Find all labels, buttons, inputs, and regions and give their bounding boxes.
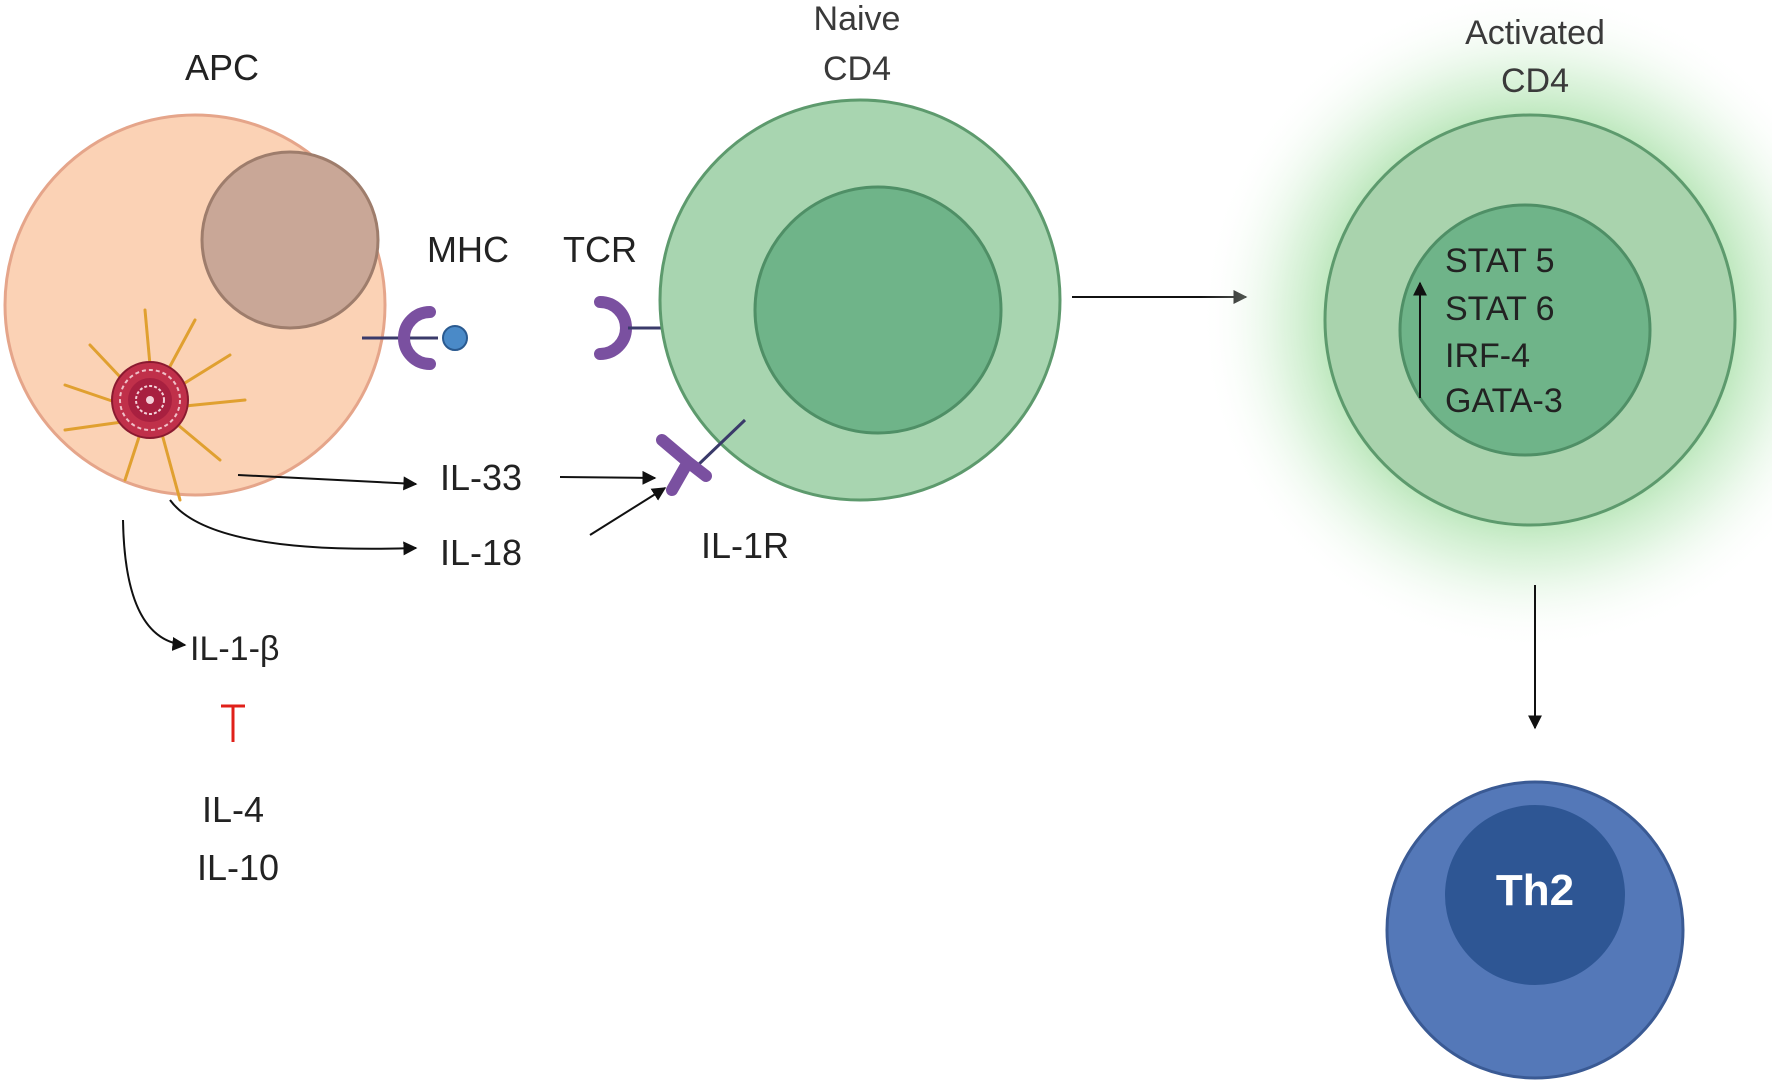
apc-nucleus (200, 150, 380, 330)
naive-cd4-cell (658, 98, 1062, 502)
il10-label: IL-10 (197, 847, 279, 888)
tf-stat6: STAT 6 (1445, 290, 1555, 328)
tf-gata3: GATA-3 (1445, 382, 1563, 420)
apc-label: APC (185, 47, 259, 88)
il18-label: IL-18 (440, 532, 522, 573)
mhc-label: MHC (427, 229, 509, 270)
il1b-label: IL-1-β (190, 630, 279, 668)
transcription-factor-list: STAT 5 STAT 6 IRF-4 GATA-3 (1445, 242, 1563, 420)
th2-label: Th2 (1496, 866, 1574, 915)
tf-stat5: STAT 5 (1445, 242, 1555, 280)
il1r-label: IL-1R (701, 525, 789, 566)
inflammasome-icon (63, 308, 247, 502)
activated-cd4-cell (1323, 113, 1737, 527)
activated-cd4-nucleus (1398, 203, 1652, 457)
activated-cd4-label-line1: Activated (1465, 14, 1605, 52)
tf-irf4: IRF-4 (1445, 337, 1530, 375)
il33-binding-arrow (559, 470, 657, 485)
il33-label: IL-33 (440, 457, 522, 498)
il33-secretion-arrow (237, 474, 418, 491)
il1r-receptor-icon (656, 418, 747, 496)
apc-cell (3, 113, 387, 502)
inhibition-icon (221, 704, 245, 742)
il18-binding-arrow (589, 487, 667, 536)
mhc-receptor-icon (362, 306, 468, 370)
il1b-secretion-arrow (122, 519, 187, 651)
naive-cd4-label-line1: Naive (814, 0, 901, 38)
naive-cd4-nucleus (753, 185, 1003, 435)
th2-cell (1385, 780, 1685, 1080)
il18-secretion-arrow (169, 499, 418, 556)
activated-cd4-label-line2: CD4 (1501, 62, 1569, 100)
th2-nucleus (1445, 805, 1625, 985)
tcr-label: TCR (563, 229, 637, 270)
il4-label: IL-4 (202, 789, 264, 830)
naive-cd4-label-line2: CD4 (823, 50, 891, 88)
